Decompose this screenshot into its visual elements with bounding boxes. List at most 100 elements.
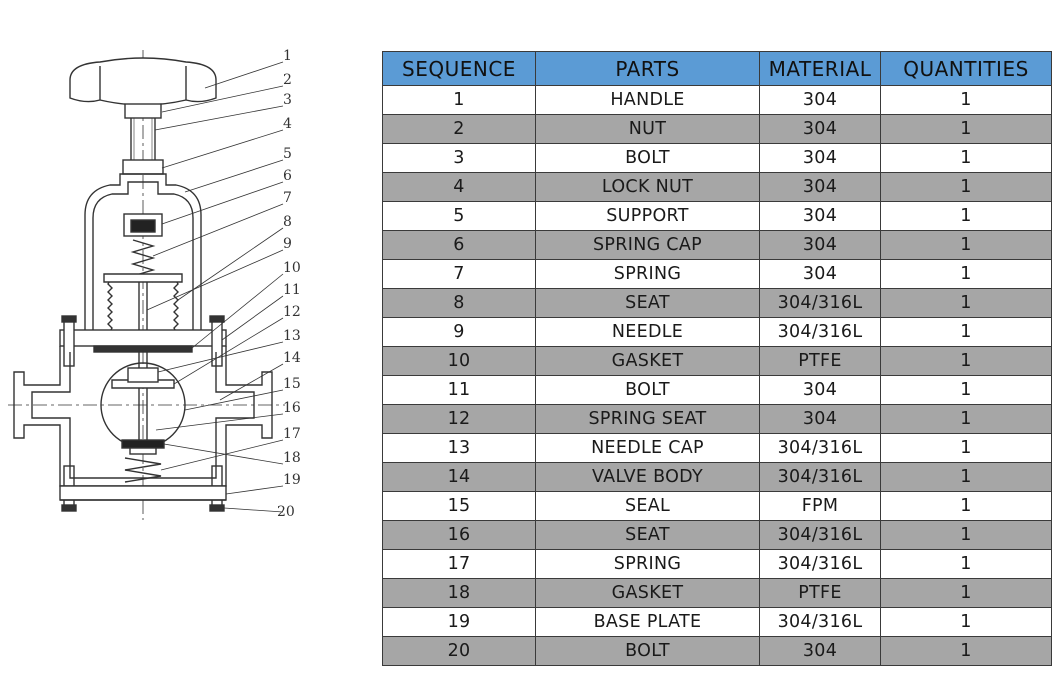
cell-quantity: 1: [880, 404, 1052, 434]
callout-number: 18: [283, 450, 301, 466]
cell-part: SPRING: [535, 549, 760, 579]
cell-material: 304: [759, 636, 881, 666]
cell-material: 304: [759, 404, 881, 434]
callout-number: 9: [283, 236, 292, 252]
cell-sequence: 17: [382, 549, 536, 579]
cell-part: NEEDLE CAP: [535, 433, 760, 463]
cell-quantity: 1: [880, 172, 1052, 202]
cell-sequence: 5: [382, 201, 536, 231]
cell-sequence: 2: [382, 114, 536, 144]
cell-quantity: 1: [880, 114, 1052, 144]
callout-number: 17: [283, 426, 301, 442]
cell-sequence: 15: [382, 491, 536, 521]
callout-number: 20: [277, 504, 295, 520]
cell-sequence: 8: [382, 288, 536, 318]
cell-material: PTFE: [759, 346, 881, 376]
cell-sequence: 12: [382, 404, 536, 434]
cell-sequence: 13: [382, 433, 536, 463]
cell-quantity: 1: [880, 230, 1052, 260]
cell-part: NUT: [535, 114, 760, 144]
callout-number: 11: [283, 282, 301, 298]
cell-part: VALVE BODY: [535, 462, 760, 492]
cell-material: 304/316L: [759, 520, 881, 550]
cell-sequence: 6: [382, 230, 536, 260]
callout-number: 14: [283, 350, 301, 366]
header-quantities: QUANTITIES: [880, 51, 1052, 86]
callout-number: 16: [283, 400, 301, 416]
cell-material: 304: [759, 114, 881, 144]
cell-quantity: 1: [880, 607, 1052, 637]
cell-part: SPRING SEAT: [535, 404, 760, 434]
cell-part: LOCK NUT: [535, 172, 760, 202]
cell-quantity: 1: [880, 143, 1052, 173]
cell-part: BASE PLATE: [535, 607, 760, 637]
callout-number: 10: [283, 260, 301, 276]
cell-material: 304: [759, 172, 881, 202]
cell-quantity: 1: [880, 462, 1052, 492]
callout-number: 7: [283, 190, 292, 206]
cell-quantity: 1: [880, 85, 1052, 115]
cell-part: NEEDLE: [535, 317, 760, 347]
cell-material: 304/316L: [759, 462, 881, 492]
cell-sequence: 16: [382, 520, 536, 550]
cell-part: SEAT: [535, 288, 760, 318]
header-row: SEQUENCE PARTS MATERIAL QUANTITIES: [382, 51, 1052, 86]
callout-number: 13: [283, 328, 301, 344]
cell-material: PTFE: [759, 578, 881, 608]
cell-quantity: 1: [880, 346, 1052, 376]
handle-shape: [69, 57, 217, 106]
cell-sequence: 1: [382, 85, 536, 115]
cell-material: 304/316L: [759, 607, 881, 637]
header-material: MATERIAL: [759, 51, 881, 86]
cell-quantity: 1: [880, 317, 1052, 347]
cell-sequence: 7: [382, 259, 536, 289]
cell-sequence: 3: [382, 143, 536, 173]
cell-material: 304: [759, 143, 881, 173]
cell-material: 304: [759, 201, 881, 231]
cell-sequence: 10: [382, 346, 536, 376]
callout-number: 6: [283, 168, 292, 184]
cell-part: BOLT: [535, 375, 760, 405]
cell-part: HANDLE: [535, 85, 760, 115]
header-sequence: SEQUENCE: [382, 51, 536, 86]
cell-part: SEAL: [535, 491, 760, 521]
cell-part: SUPPORT: [535, 201, 760, 231]
cell-part: BOLT: [535, 143, 760, 173]
callout-number: 8: [283, 214, 292, 230]
cell-quantity: 1: [880, 520, 1052, 550]
cell-material: 304: [759, 375, 881, 405]
cell-material: 304/316L: [759, 288, 881, 318]
callout-number: 5: [283, 146, 292, 162]
callout-number: 3: [283, 92, 292, 108]
cell-part: BOLT: [535, 636, 760, 666]
cell-part: SPRING: [535, 259, 760, 289]
cell-quantity: 1: [880, 549, 1052, 579]
cell-material: FPM: [759, 491, 881, 521]
cell-material: 304: [759, 85, 881, 115]
cell-sequence: 14: [382, 462, 536, 492]
cell-sequence: 4: [382, 172, 536, 202]
cell-quantity: 1: [880, 491, 1052, 521]
cell-quantity: 1: [880, 375, 1052, 405]
callout-number: 15: [283, 376, 301, 392]
cell-material: 304/316L: [759, 433, 881, 463]
cell-sequence: 19: [382, 607, 536, 637]
